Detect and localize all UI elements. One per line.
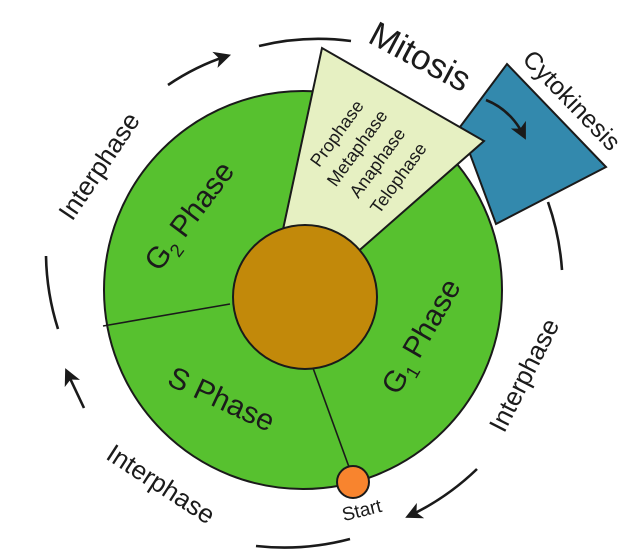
start-dot — [336, 465, 370, 499]
cycle-arc-left — [44, 255, 60, 330]
clockwise-arrow-bottom-right-icon — [405, 468, 478, 519]
clockwise-arrow-bottom-left-icon — [64, 368, 86, 409]
divider-g1-s — [312, 367, 354, 479]
cycle-arc-right — [546, 201, 564, 271]
cycle-arc-bottom — [255, 537, 351, 549]
nucleus-circle — [232, 224, 378, 370]
clockwise-arrow-top-left-icon — [167, 51, 232, 87]
cycle-arc-top — [258, 37, 352, 48]
divider-s-g2 — [102, 303, 231, 327]
mitosis-to-cytokinesis-arrow-icon — [485, 98, 526, 140]
